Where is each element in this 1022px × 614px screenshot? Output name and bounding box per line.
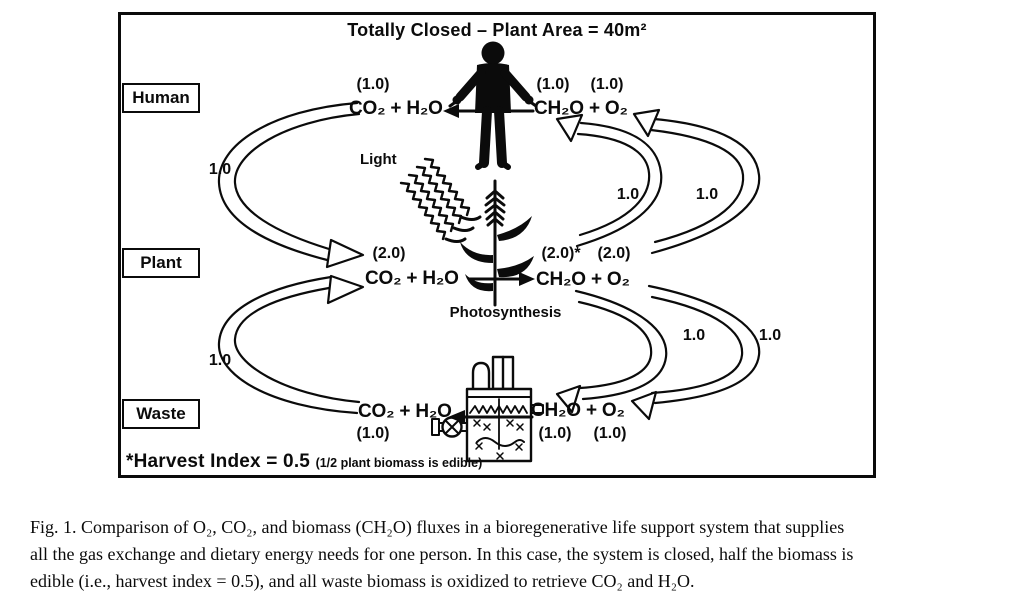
flux-label: 1.0 — [682, 327, 706, 344]
flux-label: 1.0 — [758, 327, 782, 344]
figure-caption: Fig. 1. Comparison of O₂, CO₂, and bioma… — [30, 514, 998, 595]
row-label-waste: Waste — [122, 399, 200, 429]
waste-oxidizer-icon — [431, 355, 544, 463]
human-ch2o-flux-value: (1.0) — [536, 76, 570, 93]
plant-ch2o-flux-value: (2.0)* — [541, 245, 581, 262]
reaction-arrow-human — [443, 104, 535, 118]
plant-o2-flux-value: (2.0) — [597, 245, 631, 262]
photosynthesis-label: Photosynthesis — [449, 304, 562, 321]
plant-right-equation: CH₂O + O₂ — [536, 269, 630, 290]
waste-right-equation: CH₂O + O₂ — [531, 400, 625, 421]
human-icon — [448, 41, 538, 170]
flux-arrow-human-to-plant — [217, 101, 365, 269]
footnote-detail: (1/2 plant biomass is edible) — [315, 456, 483, 470]
human-o2-flux-value: (1.0) — [590, 76, 624, 93]
diagram-canvas — [217, 41, 761, 463]
plant-icon — [460, 179, 534, 307]
plant-co2-flux-value: (2.0) — [372, 245, 406, 262]
human-right-equation: CH₂O + O₂ — [534, 98, 628, 119]
footnote-main: *Harvest Index = 0.5 — [126, 451, 311, 472]
flux-label: 1.0 — [208, 161, 232, 178]
waste-co2-flux-value: (1.0) — [356, 425, 390, 442]
flux-label: 1.0 — [208, 352, 232, 369]
reaction-arrow-plant — [467, 272, 535, 286]
waste-o2-flux-value: (1.0) — [593, 425, 627, 442]
flux-label: 1.0 — [695, 186, 719, 203]
light-rays-icon — [399, 157, 482, 243]
reaction-arrow-waste — [448, 410, 534, 424]
row-label-plant: Plant — [122, 248, 200, 278]
caption-line: all the gas exchange and dietary energy … — [30, 544, 854, 564]
light-label: Light — [360, 151, 397, 168]
waste-ch2o-flux-value: (1.0) — [538, 425, 572, 442]
plant-left-equation: CO₂ + H₂O — [365, 268, 459, 289]
caption-line: Fig. 1. Comparison of O₂, CO₂, and bioma… — [30, 517, 845, 537]
flux-arrow-waste-to-plant — [217, 274, 365, 415]
row-label-human: Human — [122, 83, 200, 113]
harvest-index-footnote: *Harvest Index = 0.5 (1/2 plant biomass … — [126, 451, 482, 473]
human-co2-flux-value: (1.0) — [356, 76, 390, 93]
waste-left-equation: CO₂ + H₂O — [358, 401, 452, 422]
figure-frame: Totally Closed – Plant Area = 40m² Human… — [118, 12, 876, 478]
human-left-equation: CO₂ + H₂O — [349, 98, 443, 119]
flux-label: 1.0 — [616, 186, 640, 203]
flux-arrows-plant-to-waste — [555, 284, 761, 421]
flux-arrows-plant-to-human — [555, 108, 761, 255]
caption-line: edible (i.e., harvest index = 0.5), and … — [30, 571, 695, 591]
diagram-title: Totally Closed – Plant Area = 40m² — [347, 20, 647, 40]
